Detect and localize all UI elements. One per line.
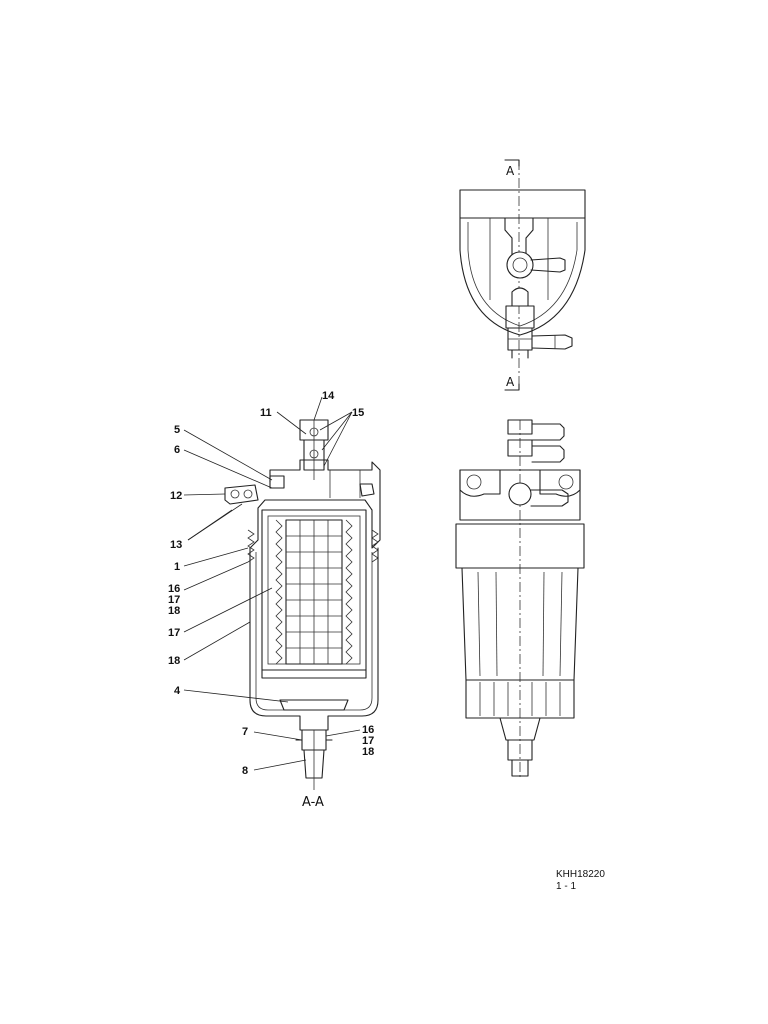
callout-18: 18 [362, 746, 374, 758]
drawing-reference: KHH18220 1 - 1 [556, 869, 605, 892]
side-view [455, 419, 585, 780]
callout-17: 17 [168, 594, 180, 606]
callout-5: 5 [174, 424, 180, 436]
drawing-sheet: 1 - 1 [556, 881, 576, 892]
callout-13: 13 [170, 539, 182, 551]
callout-leaders [183, 396, 361, 771]
callout-labels: 14 11 15 5 6 12 13 1 16 17 18 17 18 4 7 … [168, 390, 374, 777]
filter-element [275, 519, 353, 665]
callout-1: 1 [174, 561, 180, 573]
callout-16: 16 [168, 583, 180, 595]
callout-17: 17 [168, 627, 180, 639]
callout-6: 6 [174, 444, 180, 456]
section-caption: A-A [302, 795, 324, 810]
callout-15: 15 [352, 407, 364, 419]
callout-14: 14 [322, 390, 335, 402]
callout-16: 16 [362, 724, 374, 736]
callout-11: 11 [260, 407, 272, 419]
callout-7: 7 [242, 726, 248, 738]
callout-4: 4 [174, 685, 181, 697]
callout-12: 12 [170, 490, 182, 502]
section-mark-top: A [506, 164, 515, 178]
section-view-a-a [224, 419, 381, 790]
callout-18: 18 [168, 655, 180, 667]
drawing-code: KHH18220 [556, 869, 605, 880]
top-view: A A [459, 159, 586, 391]
section-mark-bottom: A [506, 375, 515, 389]
callout-8: 8 [242, 765, 248, 777]
callout-18: 18 [168, 605, 180, 617]
callout-17: 17 [362, 735, 374, 747]
